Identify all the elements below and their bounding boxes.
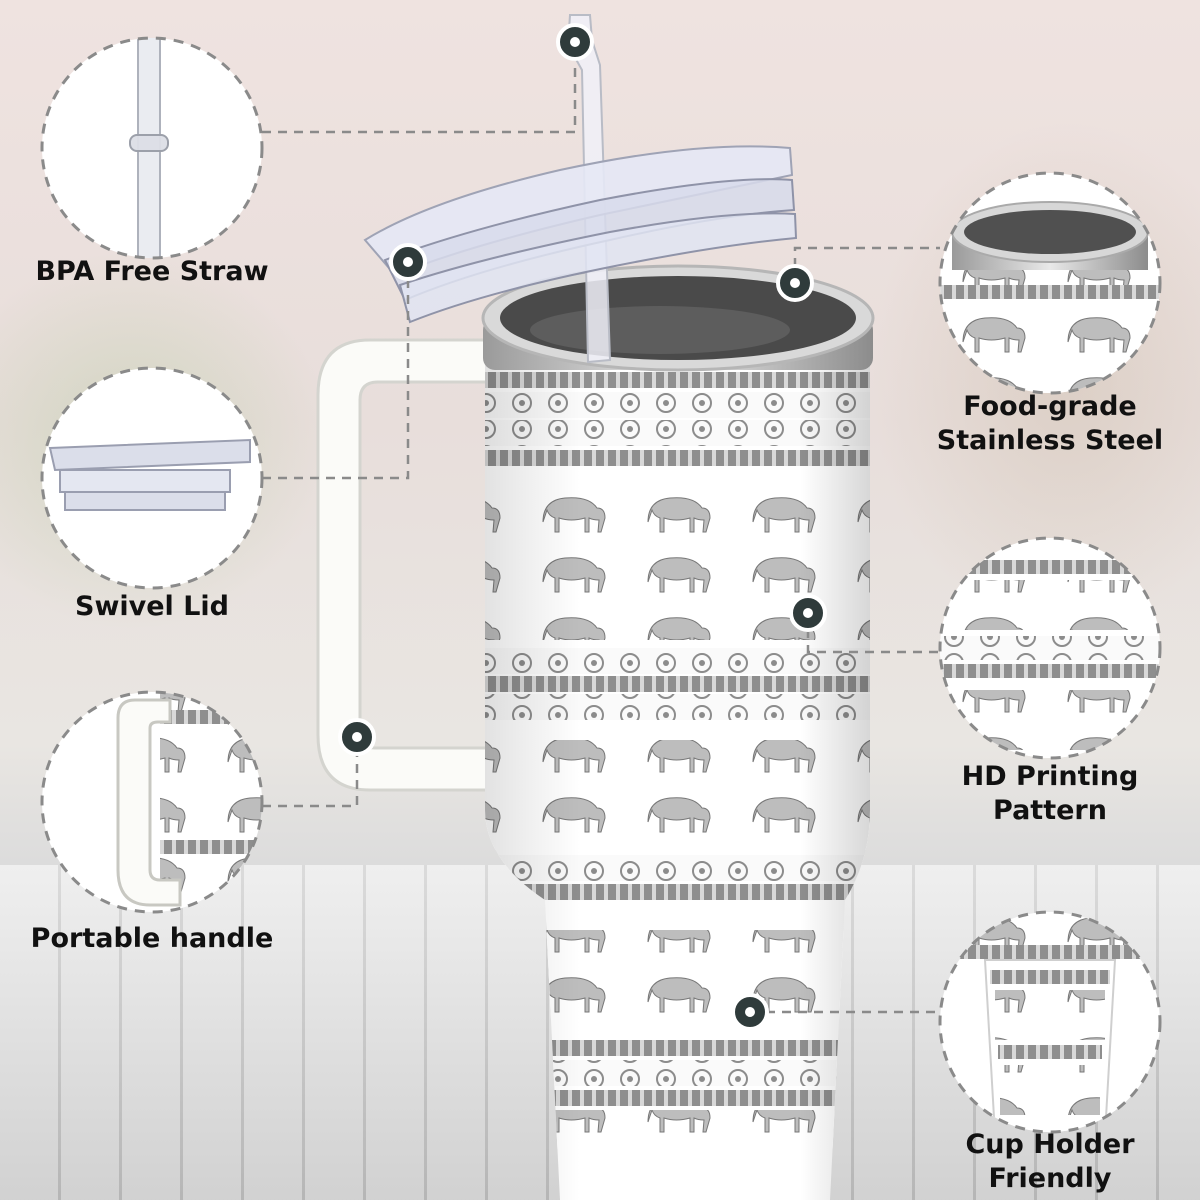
steel-rim-icon [938, 171, 1162, 395]
marker-printing [789, 594, 827, 632]
leader-lines [262, 45, 940, 1014]
marker-steel [776, 264, 814, 302]
label-portable-handle: Portable handle [30, 923, 274, 954]
marker-handle [338, 718, 376, 756]
marker-cupholder [731, 993, 769, 1031]
tumbler-lid [363, 145, 798, 324]
callout-markers [338, 23, 827, 1031]
label-cup-holder-friendly: Cup Holder Friendly [965, 1129, 1135, 1194]
marker-straw [556, 23, 594, 61]
handle-icon [40, 690, 264, 914]
lid-icon [40, 366, 264, 590]
tumbler-body [485, 350, 870, 1200]
label-bpa-free-straw: BPA Free Straw [35, 256, 269, 287]
label-food-grade-steel: Food-grade Stainless Steel [936, 391, 1164, 456]
straw-icon [40, 36, 264, 260]
label-swivel-lid: Swivel Lid [75, 591, 229, 622]
elephant-pattern-icon [938, 536, 1162, 760]
marker-lid [389, 243, 427, 281]
cup-base-icon [938, 910, 1162, 1134]
tumbler-handle [316, 338, 502, 792]
label-hd-printing: HD Printing Pattern [961, 761, 1139, 826]
